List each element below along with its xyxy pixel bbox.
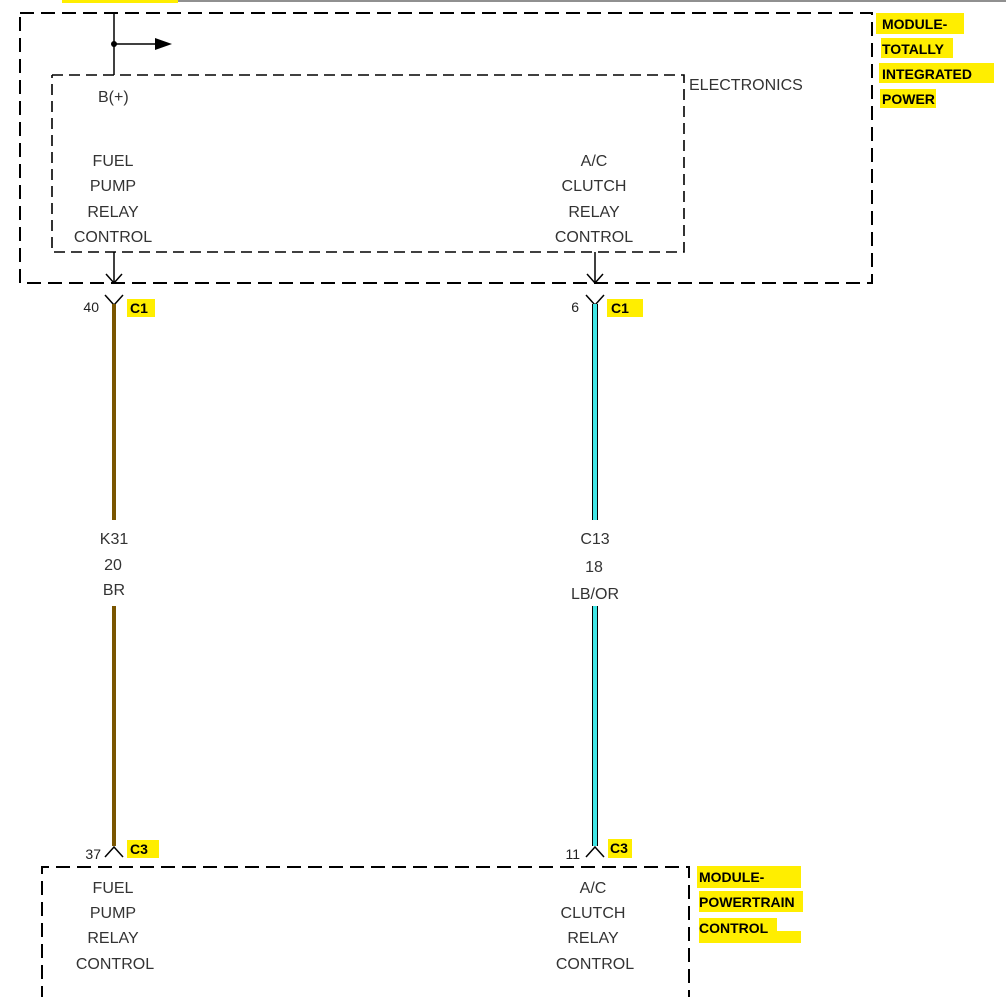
fuel-bottom-connector-highlight: [127, 840, 159, 858]
pcm-fuel-label-3: RELAY: [87, 930, 139, 947]
ac-top-connector-highlight: [607, 299, 643, 317]
pcm-fuel-label-2: PUMP: [90, 905, 136, 922]
pcm-ac-label-3: RELAY: [567, 930, 619, 947]
ac-bottom-connector: C3: [610, 840, 628, 856]
ac-top-pin: 6: [571, 299, 579, 315]
tipm-module-label-4: POWER: [882, 91, 935, 107]
fuel-bottom-connector-icon: [104, 845, 124, 858]
tipm-fuel-label-3: RELAY: [87, 204, 139, 221]
pcm-ac-label-4: CONTROL: [556, 956, 634, 973]
tipm-label-highlight-3: [879, 63, 994, 83]
ac-top-connector: C1: [611, 300, 629, 316]
pcm-module-label-2: POWERTRAIN: [699, 894, 795, 910]
pcm-module-label-1: MODULE-: [699, 869, 765, 885]
wire-c13-color: LB/OR: [571, 586, 619, 603]
tipm-module-label-2: TOTALLY: [882, 41, 945, 57]
wire-c13-circuit: C13: [580, 531, 609, 548]
wire-k31-color: BR: [103, 582, 125, 599]
pcm-fuel-label-1: FUEL: [93, 880, 134, 897]
tipm-label-highlight-4: [880, 89, 936, 108]
tipm-fuel-label-2: PUMP: [90, 178, 136, 195]
ac-top-connector-icon: [585, 294, 605, 307]
electronics-label: ELECTRONICS: [689, 77, 803, 94]
tipm-ac-label-4: CONTROL: [555, 229, 633, 246]
tipm-ac-label-3: RELAY: [568, 204, 620, 221]
ac-output-arrow-icon: [586, 273, 604, 285]
pcm-label-highlight-1: [697, 866, 801, 888]
tipm-ac-label-1: A/C: [581, 153, 608, 170]
wire-c13-gauge: 18: [585, 559, 603, 576]
tipm-fuel-label-1: FUEL: [93, 153, 134, 170]
pcm-ac-label-1: A/C: [580, 880, 607, 897]
fuel-bottom-connector: C3: [130, 841, 148, 857]
tipm-module-boundary: [19, 12, 873, 284]
fuel-bottom-pin: 37: [85, 846, 101, 862]
pcm-label-highlight-2: [699, 891, 803, 912]
tipm-label-highlight-2: [881, 38, 953, 58]
fuel-top-connector-highlight: [127, 299, 155, 317]
top-highlight-strip: [62, 0, 178, 3]
tipm-fuel-label-4: CONTROL: [74, 229, 152, 246]
pcm-label-highlight-4: [699, 931, 801, 943]
wire-k31-circuit: K31: [100, 531, 129, 548]
fuel-top-connector: C1: [130, 300, 148, 316]
fuel-top-pin: 40: [83, 299, 99, 315]
tipm-module-label-3: INTEGRATED: [882, 66, 972, 82]
pcm-module-boundary: [41, 866, 690, 997]
pcm-module-label-3: CONTROL: [699, 920, 769, 936]
electronics-boundary: [51, 74, 685, 253]
fuel-output-arrow-icon: [105, 273, 123, 285]
tipm-label-highlight-1: [876, 13, 964, 34]
arrow-right-icon: [155, 38, 172, 50]
tipm-ac-label-2: CLUTCH: [562, 178, 627, 195]
wire-k31-gauge: 20: [104, 557, 122, 574]
ac-bottom-connector-icon: [585, 845, 605, 858]
pcm-fuel-label-4: CONTROL: [76, 956, 154, 973]
pcm-ac-label-2: CLUTCH: [561, 905, 626, 922]
ac-bottom-connector-highlight: [608, 839, 632, 858]
ac-bottom-pin: 11: [565, 846, 580, 862]
tipm-module-label-1: MODULE-: [882, 16, 948, 32]
fuel-top-connector-icon: [104, 294, 124, 307]
bplus-label: B(+): [98, 89, 129, 106]
